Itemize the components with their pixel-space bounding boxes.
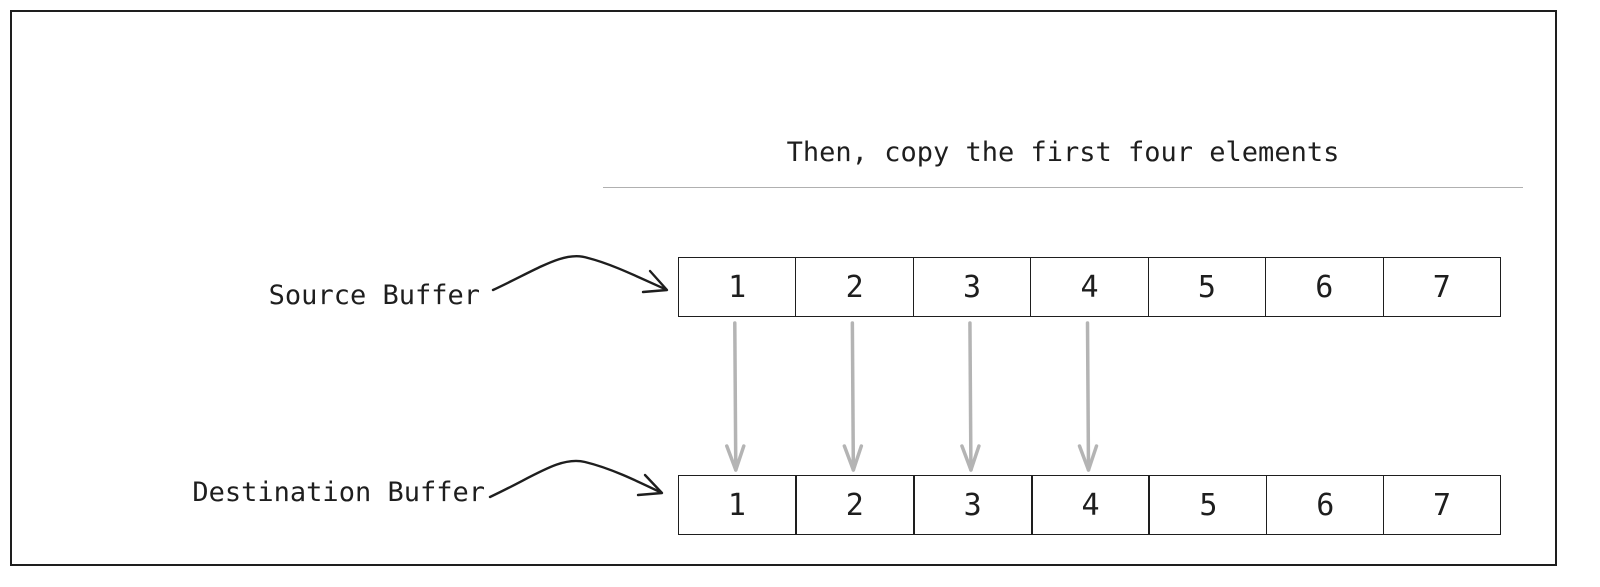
destination-buffer-label: Destination Buffer bbox=[192, 477, 485, 508]
title-divider bbox=[603, 187, 1523, 188]
destination-cell-4: 4 bbox=[1033, 476, 1151, 534]
destination-cell-6: 6 bbox=[1267, 476, 1385, 534]
source-buffer: 1 2 3 4 5 6 7 bbox=[678, 257, 1501, 317]
destination-cell-5: 5 bbox=[1150, 476, 1268, 534]
destination-cell-1: 1 bbox=[679, 476, 797, 534]
source-cell-6: 6 bbox=[1266, 258, 1384, 316]
source-cell-2: 2 bbox=[796, 258, 914, 316]
source-cell-5: 5 bbox=[1149, 258, 1267, 316]
destination-buffer: 1 2 3 4 5 6 7 bbox=[678, 475, 1501, 535]
source-cell-1: 1 bbox=[679, 258, 797, 316]
source-cell-7: 7 bbox=[1432, 269, 1451, 305]
destination-cell-3: 3 bbox=[915, 476, 1033, 534]
diagram-title: Then, copy the first four elements bbox=[786, 137, 1340, 168]
source-buffer-label: Source Buffer bbox=[268, 280, 480, 311]
destination-cell-2: 2 bbox=[797, 476, 915, 534]
source-cell-4: 4 bbox=[1031, 258, 1149, 316]
destination-cell-7: 7 bbox=[1433, 487, 1452, 523]
source-cell-3: 3 bbox=[914, 258, 1032, 316]
diagram-frame bbox=[10, 10, 1557, 566]
